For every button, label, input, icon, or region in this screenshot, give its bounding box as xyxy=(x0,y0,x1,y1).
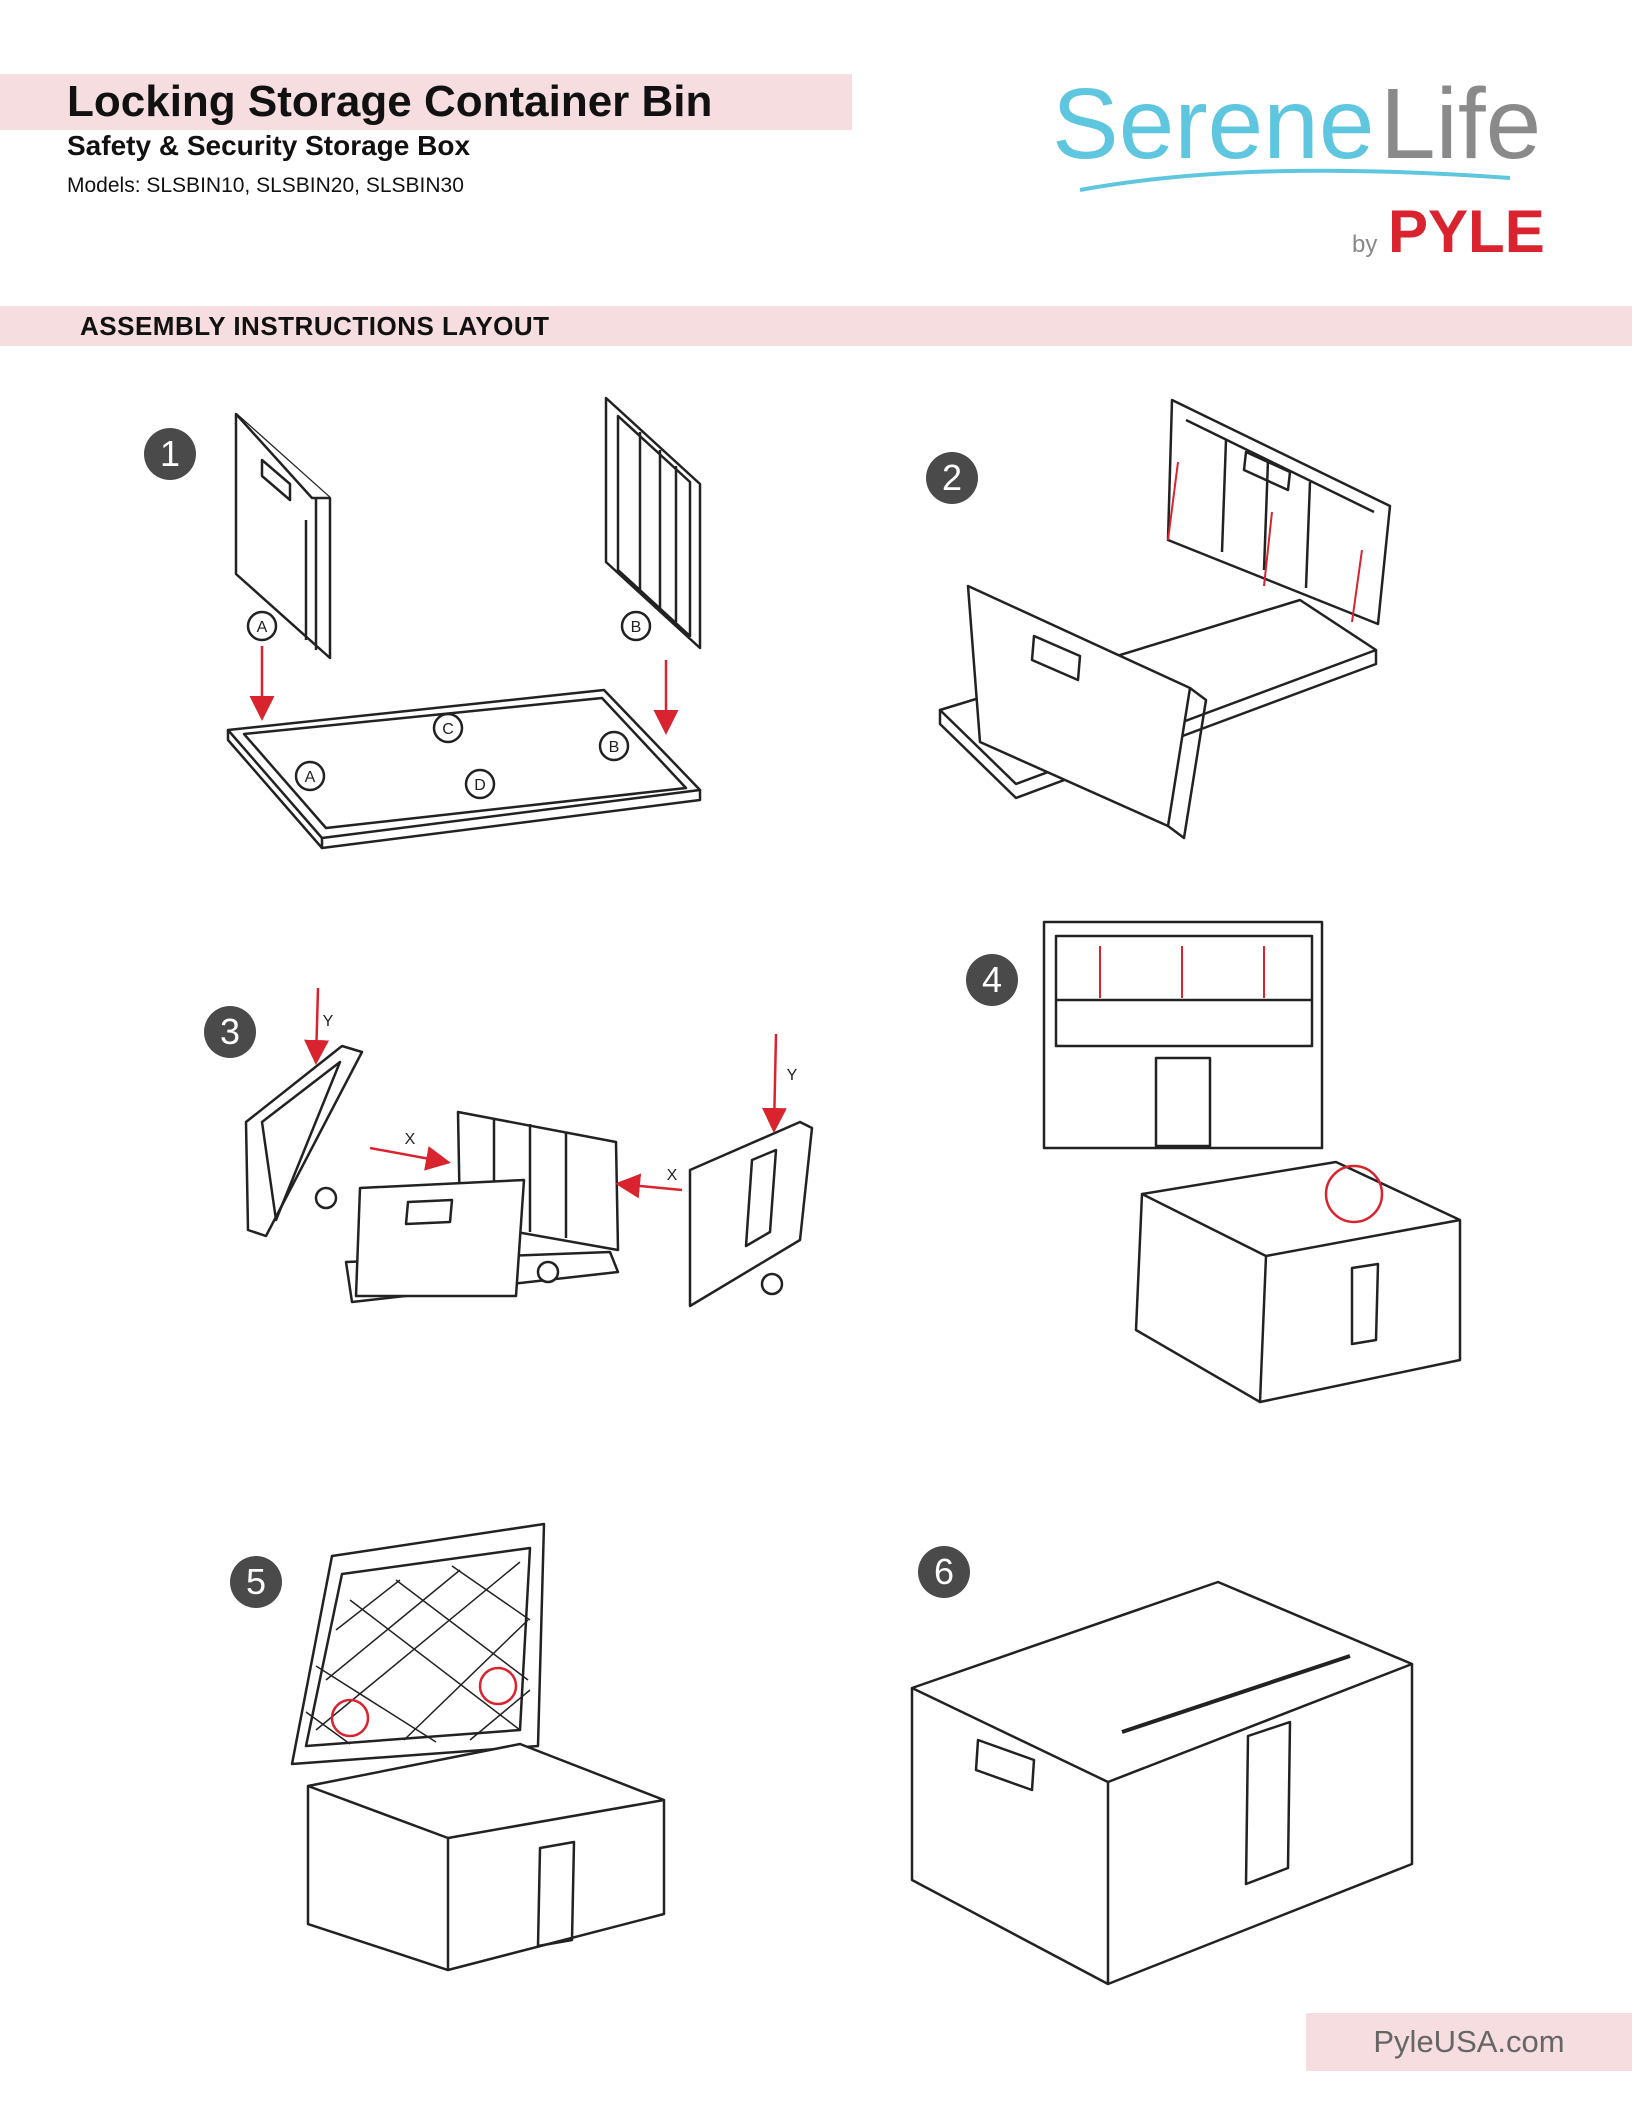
step-1-label-b2: B xyxy=(609,739,620,756)
step-1-label-a: A xyxy=(257,619,268,636)
step-1-label-a2: A xyxy=(305,769,316,786)
step-3-label-x1: X xyxy=(405,1131,416,1148)
step-2-illustration xyxy=(940,400,1390,838)
step-3-illustration xyxy=(246,1046,812,1306)
step-6-illustration xyxy=(912,1582,1412,1984)
step-3-label-y1: Y xyxy=(323,1013,334,1030)
step-3-label-y2: Y xyxy=(787,1067,798,1084)
step-1-illustration xyxy=(228,398,700,848)
step-1-label-b: B xyxy=(631,619,642,636)
step-3-label-x2: X xyxy=(667,1167,678,1184)
step-1-label-d: D xyxy=(474,777,486,794)
step-4-illustration xyxy=(1044,922,1460,1402)
step-5-illustration xyxy=(292,1524,664,1970)
footer-url[interactable]: PyleUSA.com xyxy=(1306,2013,1632,2071)
step-1-label-c: C xyxy=(442,721,454,738)
